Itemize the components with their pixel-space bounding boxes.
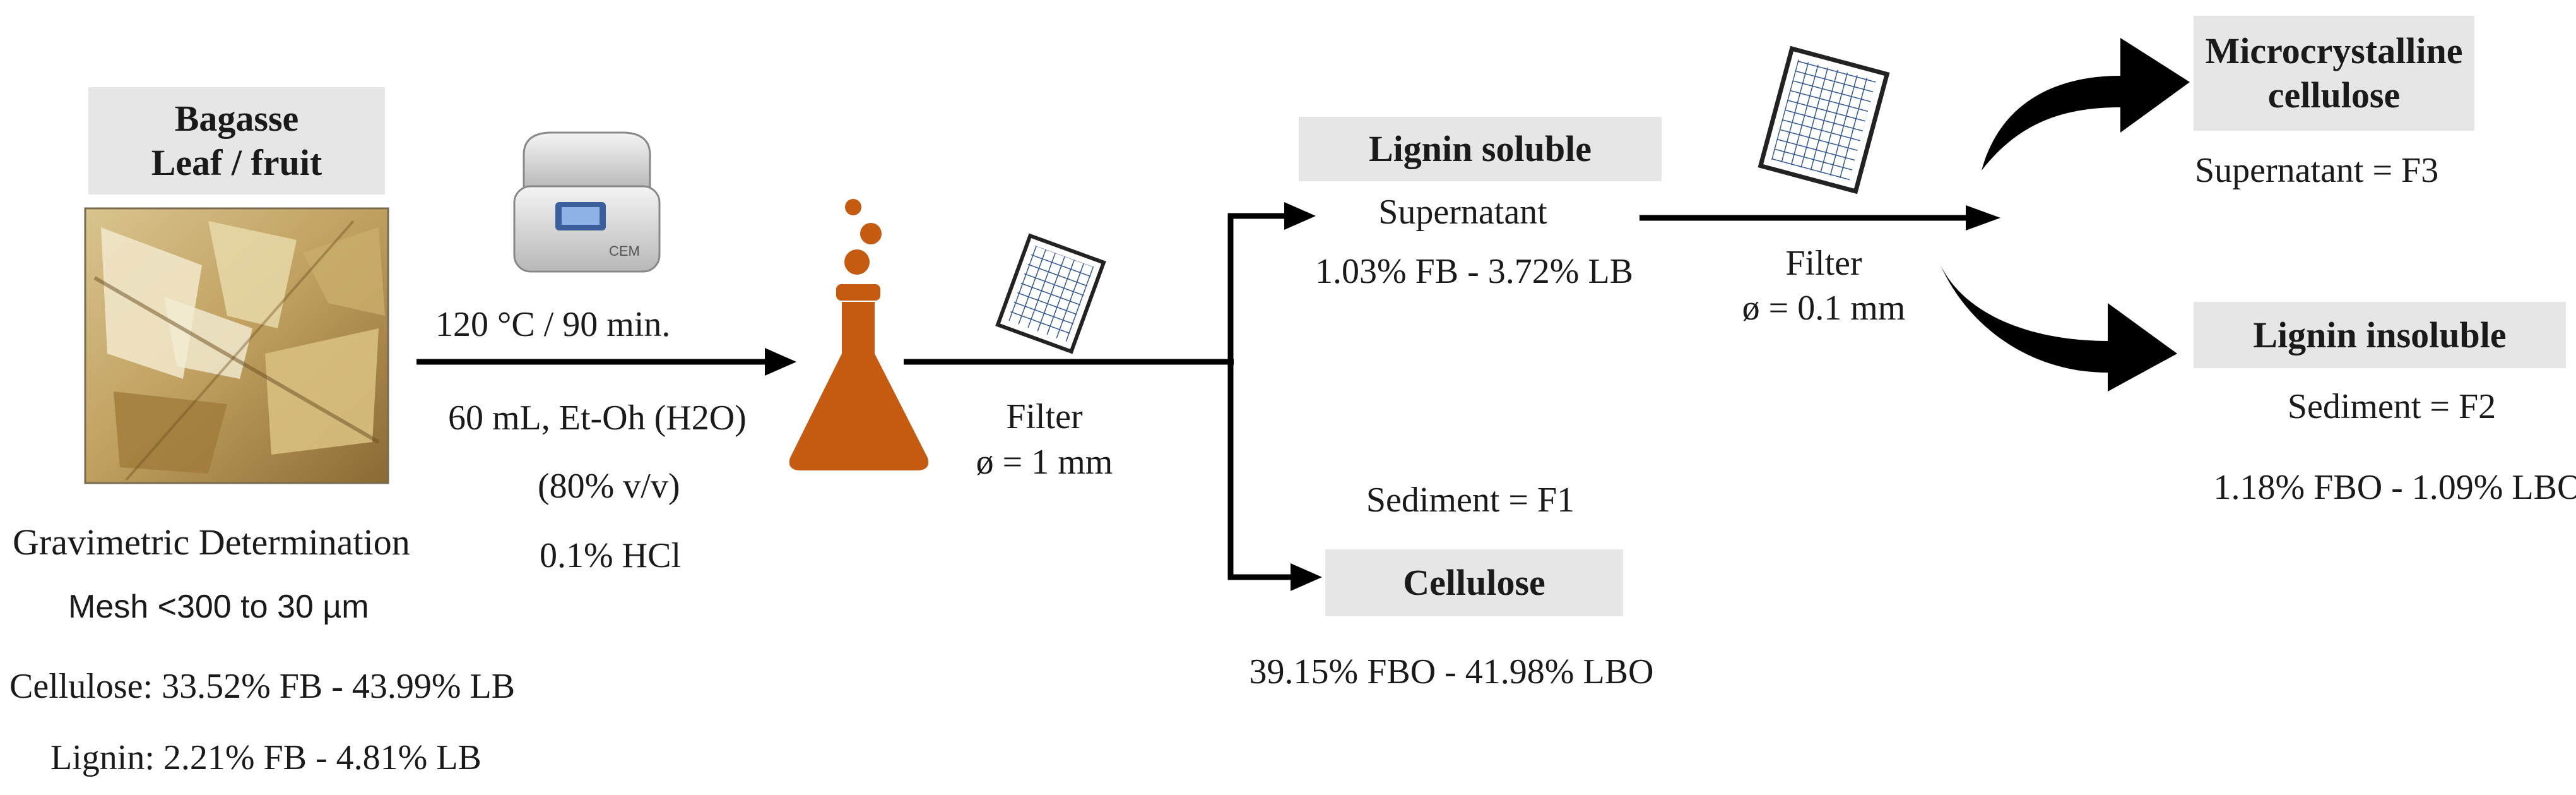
filter-icon-1: [995, 233, 1106, 354]
branch-connector: [1227, 202, 1322, 591]
lignin-soluble-box-label: Lignin soluble: [1369, 128, 1592, 170]
filter2-size: ø = 0.1 mm: [1742, 289, 1906, 328]
bagasse-box-line2: Leaf / fruit: [151, 142, 322, 183]
digestion-concentration: (80% v/v): [538, 467, 680, 506]
source-lignin-value: Lignin: 2.21% FB - 4.81% LB: [50, 738, 482, 777]
curved-arrow-down: [1941, 265, 2177, 392]
digestion-solvent: 60 mL, Et-Oh (H2O): [448, 398, 747, 438]
lignin-insoluble-fraction: Sediment = F2: [2287, 387, 2496, 426]
microcrystalline-box-line1: Microcrystalline: [2205, 30, 2463, 72]
bagasse-box: Bagasse Leaf / fruit: [88, 87, 385, 194]
arrow-to-filter-2: [1640, 205, 2000, 230]
filter1-size: ø = 1 mm: [976, 443, 1113, 482]
lignin-insoluble-values: 1.18% FBO - 1.09% LBO: [2213, 468, 2576, 507]
bagasse-photo: [84, 207, 389, 484]
digestion-conditions: 120 °C / 90 min.: [435, 305, 671, 344]
cellulose-box-label: Cellulose: [1403, 562, 1545, 604]
microwave-digester-icon: CEM: [513, 131, 661, 273]
cellulose-box: Cellulose: [1325, 549, 1623, 616]
cellulose-values: 39.15% FBO - 41.98% LBO: [1249, 652, 1654, 691]
lignin-soluble-fraction: Supernatant: [1378, 193, 1547, 232]
bagasse-box-line1: Bagasse: [174, 98, 299, 140]
device-brand-label: CEM: [609, 243, 640, 259]
microcrystalline-box: Microcrystalline cellulose: [2194, 16, 2474, 131]
method-label: Gravimetric Determination: [13, 522, 410, 563]
cellulose-fraction: Sediment = F1: [1366, 481, 1575, 520]
microcrystalline-box-line2: cellulose: [2267, 75, 2401, 116]
lignin-soluble-values: 1.03% FB - 3.72% LB: [1315, 252, 1633, 291]
filter1-label: Filter: [1006, 397, 1083, 436]
curved-arrow-up: [1982, 38, 2190, 170]
filter2-label: Filter: [1785, 244, 1862, 283]
mesh-label: Mesh <300 to 30 µm: [68, 589, 369, 625]
erlenmeyer-flask-icon: [789, 199, 929, 470]
microcrystalline-fraction: Supernatant = F3: [2195, 151, 2439, 190]
digestion-acid: 0.1% HCl: [540, 536, 681, 575]
arrow-to-flask: [417, 348, 796, 376]
lignin-insoluble-box: Lignin insoluble: [2194, 302, 2566, 368]
lignin-soluble-box: Lignin soluble: [1299, 117, 1662, 181]
source-cellulose-value: Cellulose: 33.52% FB - 43.99% LB: [9, 667, 516, 706]
filter-icon-2: [1758, 45, 1890, 194]
lignin-insoluble-box-label: Lignin insoluble: [2253, 314, 2507, 356]
